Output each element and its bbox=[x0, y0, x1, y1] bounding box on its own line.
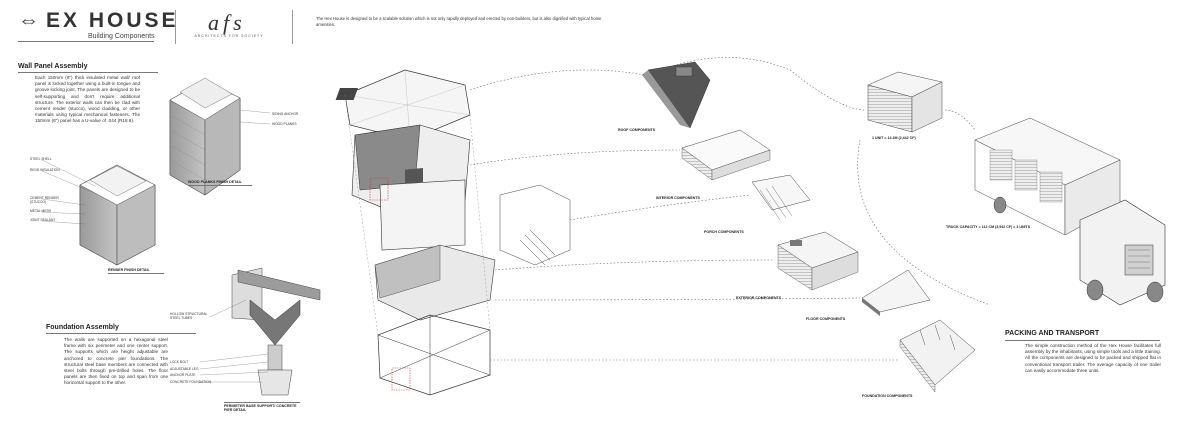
label-metal-mesh: METAL MESH bbox=[30, 209, 52, 213]
packing-heading: PACKING AND TRANSPORT bbox=[1005, 330, 1100, 337]
exterior-components-drawing bbox=[777, 231, 859, 291]
pier-detail-drawing bbox=[199, 267, 321, 396]
label-exterior-components: EXTERIOR COMPONENTS bbox=[736, 296, 782, 300]
roof-components-drawing bbox=[642, 61, 711, 129]
wall-panel-section: Wall Panel Assembly bbox=[18, 63, 158, 73]
double-arrow-icon: ⇔ bbox=[18, 9, 42, 32]
label-cement-render: CEMENT RENDER (STUCCO) bbox=[30, 196, 59, 204]
wood-planks-detail-drawing bbox=[169, 77, 271, 196]
label-truck-capacity: TRUCK CAPACITY = 112 CM (3,942 CF) = 3 U… bbox=[946, 225, 1031, 229]
logo-tagline: ARCHITECTS FOR SOCIETY bbox=[194, 34, 264, 38]
label-render-detail: RENDER FINISH DETAIL bbox=[108, 268, 150, 272]
intro-text: The Hex House is designed to be a scalab… bbox=[316, 16, 602, 27]
packing-section: PACKING AND TRANSPORT bbox=[1005, 330, 1160, 341]
exploded-house-drawing bbox=[335, 69, 571, 396]
label-concrete-foundation: CONCRETE FOUNDATION bbox=[170, 380, 211, 384]
single-unit-drawing bbox=[867, 71, 943, 133]
label-floor-components: FLOOR COMPONENTS bbox=[806, 317, 846, 321]
floor-components-drawing bbox=[861, 269, 931, 316]
packing-text: The simple construction method of the He… bbox=[1025, 343, 1161, 373]
foundation-section: Foundation Assembly bbox=[46, 324, 196, 334]
foundation-heading: Foundation Assembly bbox=[46, 324, 119, 331]
page-subtitle: Building Components bbox=[88, 33, 155, 40]
label-wood-planks: WOOD PLANKS bbox=[272, 122, 297, 126]
label-siding-anchor: SIDING ANCHOR bbox=[272, 112, 299, 116]
label-wood-detail: WOOD PLANKS FINISH DETAIL bbox=[188, 180, 242, 184]
foundation-components-drawing bbox=[899, 319, 976, 393]
label-steel-shell: STEEL SHELL bbox=[30, 157, 52, 161]
render-finish-detail-drawing bbox=[41, 159, 156, 266]
afs-logo: afs bbox=[208, 10, 246, 35]
label-interior-components: INTERIOR COMPONENTS bbox=[656, 196, 700, 200]
header-divider-2 bbox=[292, 10, 293, 44]
label-perimeter-detail: PERIMETER BASE SUPPORT/ CONCRETE PIER DE… bbox=[224, 404, 297, 412]
label-foundation-components: FOUNDATION COMPONENTS bbox=[862, 394, 913, 398]
label-roof-components: ROOF COMPONENTS bbox=[618, 128, 656, 132]
wall-panel-text: Each 150mm (6") thick insulated metal wa… bbox=[35, 75, 140, 124]
label-hollow-tubes: HOLLOW STRUCTURAL STEEL TUBES bbox=[170, 312, 208, 320]
wall-panel-heading: Wall Panel Assembly bbox=[18, 63, 88, 70]
label-anchor-plate: ANCHOR PLATE bbox=[170, 373, 196, 377]
title-underline bbox=[18, 41, 154, 42]
label-porch-components: PORCH COMPONENTS bbox=[704, 230, 744, 234]
label-joint-sealant: JOINT SEALANT bbox=[30, 218, 56, 222]
label-adjustable-leg: ADJUSTABLE LEG bbox=[170, 367, 199, 371]
label-rigid-insulation: RIGID INSULATION bbox=[30, 168, 60, 172]
label-unit-capacity: 1 UNIT = 14.2M (2,442 CF) bbox=[872, 136, 916, 140]
interior-components-drawing bbox=[681, 129, 771, 181]
leader-lines bbox=[469, 57, 991, 361]
page-title: ⇔EX HOUSE bbox=[18, 9, 179, 32]
porch-components-drawing bbox=[751, 174, 811, 221]
truck-drawing bbox=[974, 117, 1166, 306]
label-lock-bolt: LOCK BOLT bbox=[170, 360, 189, 364]
foundation-text: The walls are supported on a hexagonal s… bbox=[64, 337, 168, 386]
header-divider bbox=[175, 10, 176, 44]
